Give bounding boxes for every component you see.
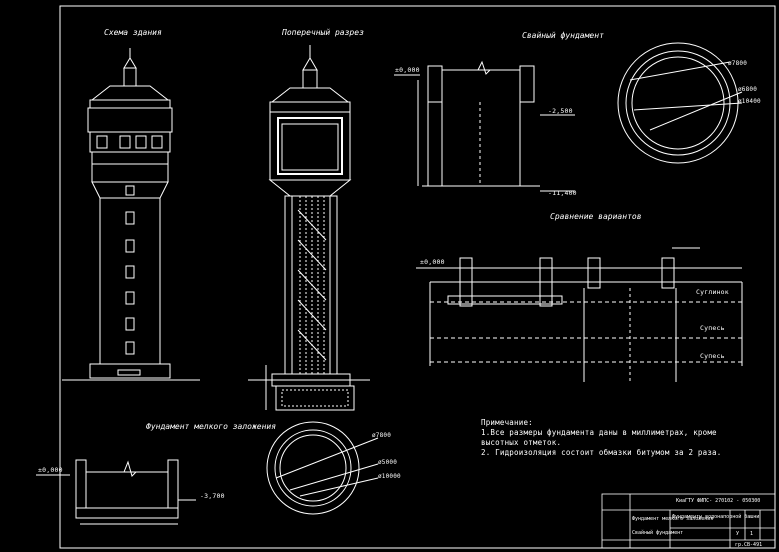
pile-foundation — [394, 42, 743, 192]
title-block-stage: У — [736, 531, 740, 537]
notes-line-2: высотных отметок. — [481, 438, 562, 447]
title-block-sheet2: Свайный фундамент — [632, 530, 684, 536]
level-zero-shallow: ±0,000 — [38, 466, 63, 474]
level-minus-11400: -11,400 — [548, 189, 577, 197]
dim-d10000: ø10000 — [378, 473, 401, 480]
title-block-sheet: 1 — [750, 531, 754, 537]
dim-d7800: ø7800 — [728, 60, 748, 67]
section-title: Поперечный разрез — [282, 28, 364, 37]
dim-d5000: ø5000 — [378, 459, 398, 466]
level-minus-3700: -3,700 — [200, 492, 225, 500]
notes-line-1: 1.Все размеры фундамента даны в миллимет… — [481, 428, 717, 437]
notes-heading: Примечание: — [481, 418, 533, 427]
building-scheme — [62, 48, 200, 381]
title-block-code: КиаГТУ ФИПС- 270102 - 050300 — [676, 498, 761, 504]
soil-label-2: Супесь — [700, 324, 725, 332]
building-scheme-title: Схема здания — [104, 28, 162, 37]
soil-label-1: Суглинок — [696, 288, 729, 296]
level-minus-2500: -2,500 — [548, 107, 573, 115]
shallow-foundation-title: Фундамент мелкого заложения — [146, 422, 277, 431]
title-block-sheet1: Фундамент мелкого заложения — [632, 516, 714, 522]
comparison-title: Сравнение вариантов — [550, 212, 642, 221]
soil-label-3: Супесь — [700, 352, 725, 360]
dim-d7800b: ø7800 — [372, 432, 392, 439]
title-block-name: Фундаменты водонапорной башни — [672, 514, 760, 520]
pile-foundation-title: Свайный фундамент — [522, 31, 604, 40]
dim-d10400: ø10400 — [738, 98, 761, 105]
sheet-frame — [59, 5, 776, 549]
tower-section — [248, 45, 370, 411]
variant-comparison — [416, 247, 743, 382]
shallow-foundation — [36, 421, 379, 525]
notes-line-3: 2. Гидроизоляция состоит обмазки битумом… — [481, 448, 722, 457]
title-block-group: гр.СВ-491 — [735, 542, 763, 548]
dim-d6800: ø6800 — [738, 86, 758, 93]
level-zero-compare: ±0,000 — [420, 258, 445, 266]
title-block — [601, 493, 776, 549]
level-zero-pile: ±0,000 — [395, 66, 420, 74]
